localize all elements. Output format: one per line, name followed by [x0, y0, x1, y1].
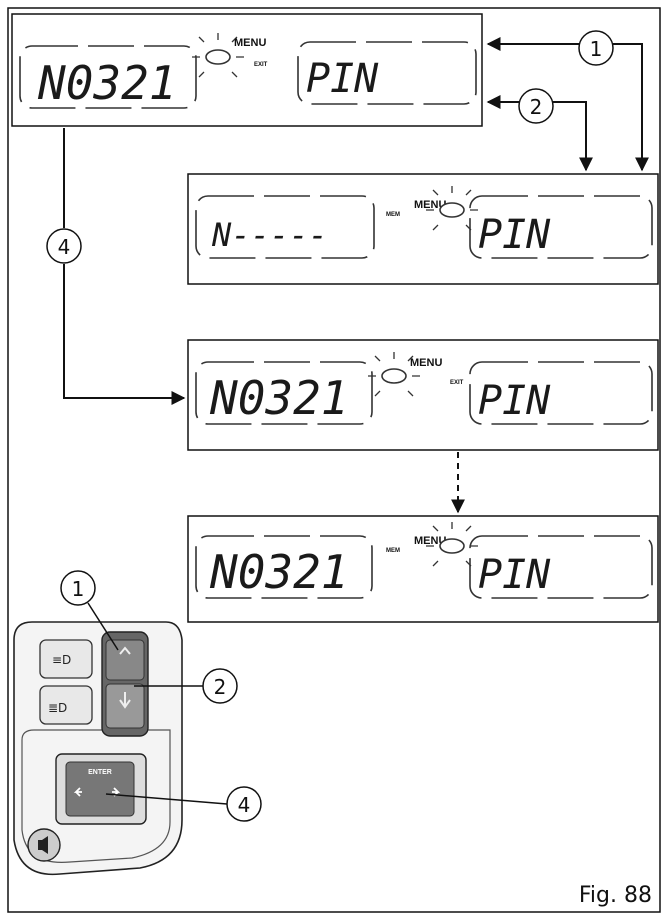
menu-button-blink-icon [426, 522, 478, 567]
flow-arrows [46, 30, 649, 514]
device-callout-4-label: 4 [238, 793, 251, 817]
high-beam-button [39, 639, 93, 679]
up-down-rocker [101, 631, 149, 737]
device-callout-1-circle [60, 570, 96, 606]
horn-icon [38, 836, 48, 854]
chevron-up-icon [119, 646, 131, 655]
panel-2-left-text: N----- [211, 216, 328, 254]
left-right-arrows-icon [73, 787, 121, 797]
enter-button: ENTER [55, 753, 147, 825]
callout-2-circle [518, 88, 554, 124]
panel-3-left-text: N0321 [209, 371, 348, 425]
display-panel-1: N0321 MENU EXIT PIN [11, 13, 483, 127]
panel-1-right-text: PIN [306, 56, 379, 102]
callout-2-label: 2 [530, 95, 543, 119]
panel-4-left-text: N0321 [209, 545, 348, 599]
panel-3-right-text: PIN [478, 378, 551, 424]
high-beam-icon: ≡D [52, 653, 71, 667]
menu-button-blink-icon [192, 33, 244, 78]
panel-2-mem-label: MEM [386, 212, 400, 218]
menu-button-blink-icon [368, 352, 420, 397]
panel-4-right-text: PIN [478, 552, 551, 598]
callout-1-label: 1 [590, 37, 603, 61]
panel-1-left-text: N0321 [37, 56, 176, 110]
display-panel-2: N----- MEM MENU PIN [187, 173, 659, 285]
figure-caption: Fig. 88 [579, 883, 652, 908]
display-panel-4: N0321 MEM MENU PIN [187, 515, 659, 623]
handlebar-switch-block: ≡D ≣D ENTER [13, 621, 183, 876]
figure-border [7, 7, 661, 913]
panel-4-menu-label: MENU [414, 535, 446, 547]
low-beam-button [39, 685, 93, 725]
low-beam-icon: ≣D [48, 701, 67, 715]
chevron-down-icon [119, 692, 131, 709]
device-callout-1-label: 1 [72, 577, 85, 601]
panel-1-menu-label: MENU [234, 37, 266, 49]
panel-3-menu-label: MENU [410, 357, 442, 369]
callout-1-circle [578, 30, 614, 66]
callout-4-circle [46, 228, 82, 264]
panel-4-mem-label: MEM [386, 548, 400, 554]
panel-1-exit-label: EXIT [254, 62, 268, 68]
device-callout-2-label: 2 [214, 675, 227, 699]
enter-label: ENTER [88, 769, 112, 776]
panel-2-menu-label: MENU [414, 199, 446, 211]
callout-4-label: 4 [58, 235, 71, 259]
panel-2-right-text: PIN [478, 212, 551, 258]
panel-3-exit-label: EXIT [450, 380, 464, 386]
display-panel-3: N0321 MENU EXIT PIN [187, 339, 659, 451]
menu-button-blink-icon [426, 186, 478, 231]
